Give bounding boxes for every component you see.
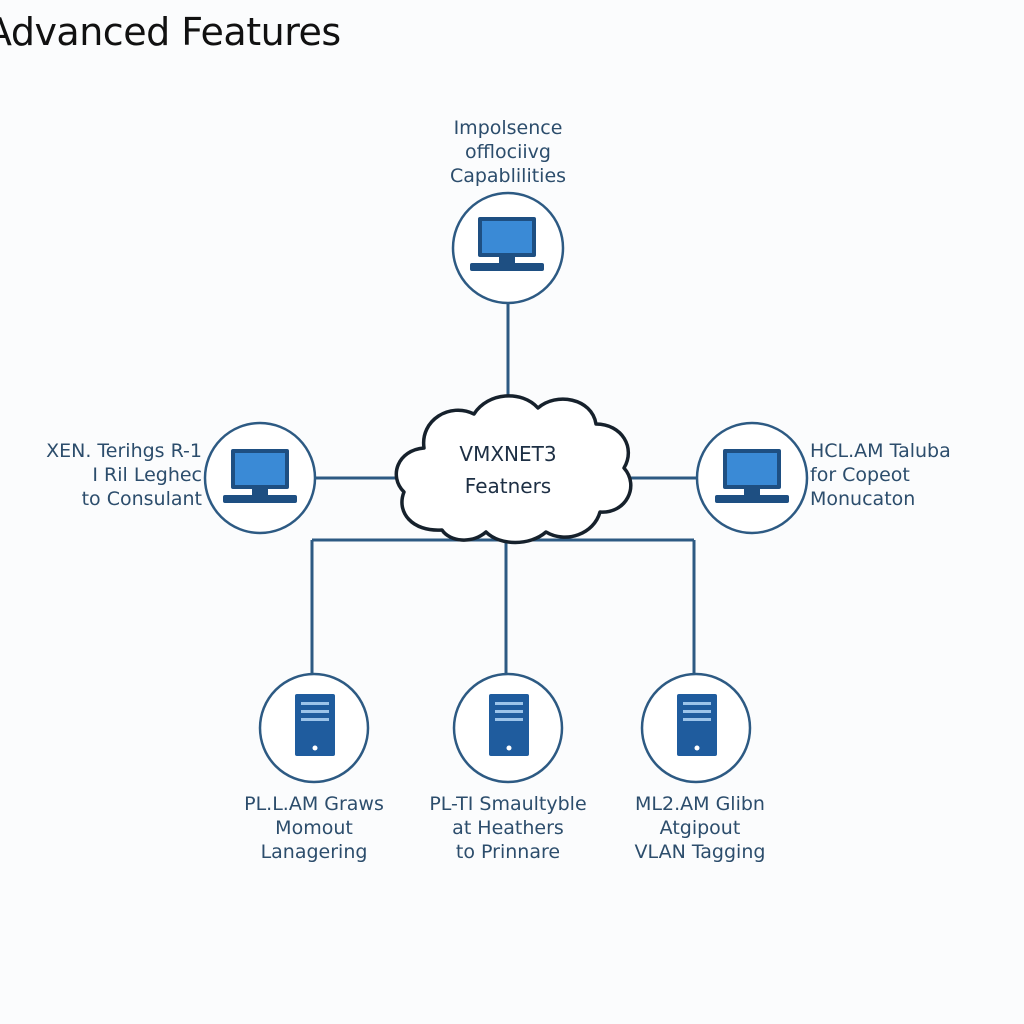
bottom-node-3-label: ML2.AM Glibn Atgipout VLAN Tagging <box>634 793 766 863</box>
laptop-icon <box>223 449 297 503</box>
laptop-icon <box>715 449 789 503</box>
right-node-label: HCL.AM Taluba for Copeot Monucaton <box>810 440 951 510</box>
server-icon <box>489 694 529 756</box>
server-icon <box>295 694 335 756</box>
bottom-node-2 <box>452 672 564 784</box>
top-node-label: Impolsence offlociivg Capablilities <box>449 117 567 187</box>
cloud-icon <box>394 394 633 545</box>
left-node <box>203 421 317 535</box>
top-node <box>451 191 565 305</box>
center-node-label: VMXNET3 Featners <box>408 438 608 502</box>
center-node-title: VMXNET3 <box>459 442 557 466</box>
center-node-subtitle: Featners <box>464 474 552 498</box>
bottom-node-2-label: PL-TI Smaultyble at Heathers to Prinnare <box>429 793 587 863</box>
page-title: Advanced Features <box>0 10 341 54</box>
bottom-node-1-label: PL.L.AM Graws Momout Lanagering <box>244 793 384 863</box>
server-icon <box>677 694 717 756</box>
right-node <box>695 421 809 535</box>
left-node-label: XEN. Terihgs R-1 I Ril Leghec to Consula… <box>46 440 202 510</box>
bottom-node-3 <box>640 672 752 784</box>
bottom-node-1 <box>258 672 370 784</box>
laptop-icon <box>470 217 544 271</box>
